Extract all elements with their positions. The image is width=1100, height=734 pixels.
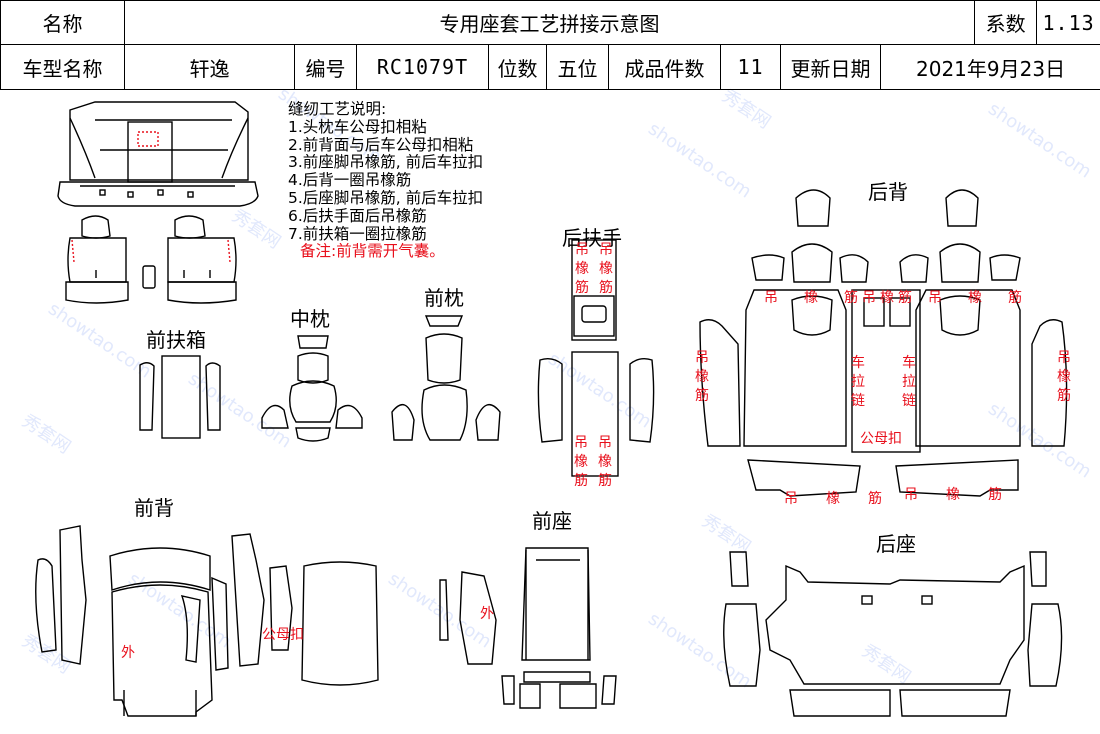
date-value: 2021年9月23日 [879, 44, 1100, 90]
annotation-hang-elastic: 吊橡筋 [599, 242, 613, 296]
annotation-hang-elastic: 吊橡筋 [574, 435, 588, 489]
annotation-hang-elastic-char: 橡 [804, 290, 818, 306]
annotation-hang-elastic-char: 吊 [904, 487, 918, 503]
date-label: 更新日期 [780, 44, 881, 90]
notes-item: 3.前座脚吊橡筋, 前后车拉扣 [288, 153, 484, 172]
name-label: 名称 [0, 0, 125, 45]
annotation-hang-elastic-char: 筋 [844, 290, 858, 306]
sewing-notes: 缝纫工艺说明: 1.头枕车公母扣相粘 2.前背面与后车公母扣相粘 3.前座脚吊橡… [288, 100, 484, 261]
notes-item: 7.前扶箱一圈拉橡筋 [288, 224, 427, 243]
rear-armrest-pieces [537, 239, 655, 477]
code-value: RC1079T [356, 44, 489, 90]
header-table: 名称 专用座套工艺拼接示意图 系数 1.13 车型名称 轩逸 编号 RC1079… [0, 0, 1100, 90]
annotation-outer: 外 [121, 645, 135, 661]
front-seat-pieces [439, 547, 617, 709]
pieces-label: 成品件数 [608, 44, 721, 90]
label-rear-back: 后背 [868, 180, 908, 204]
annotation-hang-elastic-char: 吊 [862, 290, 876, 306]
annotation-hang-elastic: 吊橡筋 [598, 435, 612, 489]
label-front-seat: 前座 [532, 509, 572, 533]
annotation-hang-elastic: 吊橡筋 [695, 350, 709, 404]
model-label: 车型名称 [0, 44, 125, 90]
annotation-outer: 外 [480, 606, 494, 622]
annotation-hang-elastic: 吊橡筋 [1057, 350, 1071, 404]
annotation-hang-elastic-char: 吊 [928, 290, 942, 306]
front-armbox-pieces [139, 355, 221, 439]
label-rear-seat: 后座 [876, 532, 916, 556]
front-pillow-pieces [391, 315, 501, 441]
notes-item: 2.前背面与后车公母扣相粘 [288, 135, 474, 154]
annotation-hang-elastic-char: 吊 [784, 491, 798, 507]
code-label: 编号 [294, 44, 357, 90]
notes-item: 6.后扶手面后吊橡筋 [288, 206, 427, 225]
notes-item: 4.后背一圈吊橡筋 [288, 171, 412, 190]
notes-item: 5.后座脚吊橡筋, 前后车拉扣 [288, 188, 484, 207]
annotation-pull-zipper: 车拉链 [851, 355, 865, 409]
coef-label: 系数 [974, 0, 1038, 45]
front-back-pieces [35, 525, 379, 717]
annotation-pull-zipper: 车拉链 [902, 355, 916, 409]
annotation-hang-elastic-char: 吊 [764, 290, 778, 306]
annotation-hang-elastic-char: 橡 [946, 487, 960, 503]
notes-item: 1.头枕车公母扣相粘 [288, 117, 427, 136]
annotation-hang-elastic-char: 橡 [968, 290, 982, 306]
annotation-snap: 公母扣 [860, 431, 902, 447]
seats-label: 位数 [488, 44, 547, 90]
label-front-pillow: 前枕 [424, 286, 464, 310]
annotation-hang-elastic-char: 橡 [880, 290, 894, 306]
pieces-value: 11 [720, 44, 781, 90]
label-rear-armrest: 后扶手 [562, 226, 622, 250]
seats-value: 五位 [546, 44, 609, 90]
annotation-hang-elastic-char: 筋 [1008, 290, 1022, 306]
annotation-hang-elastic-char: 筋 [868, 491, 882, 507]
label-front-armbox: 前扶箱 [146, 328, 206, 352]
label-front-back: 前背 [134, 496, 174, 520]
middle-pillow-pieces [261, 335, 363, 442]
rear-seat-pieces [723, 551, 1063, 717]
label-middle-pillow: 中枕 [290, 307, 330, 331]
annotation-hang-elastic-char: 筋 [988, 487, 1002, 503]
annotation-hang-elastic-char: 筋 [898, 290, 912, 306]
seat-overview-diagram [57, 101, 259, 304]
notes-title: 缝纫工艺说明: [288, 100, 387, 118]
notes-remark: 备注:前背需开气囊。 [300, 242, 445, 261]
rear-back-pieces [699, 189, 1068, 497]
annotation-hang-elastic-char: 橡 [826, 491, 840, 507]
page-title: 专用座套工艺拼接示意图 [123, 0, 976, 45]
model-value: 轩逸 [124, 44, 295, 90]
annotation-hang-elastic: 吊橡筋 [575, 242, 589, 296]
annotation-snap: 公母扣 [262, 627, 304, 643]
